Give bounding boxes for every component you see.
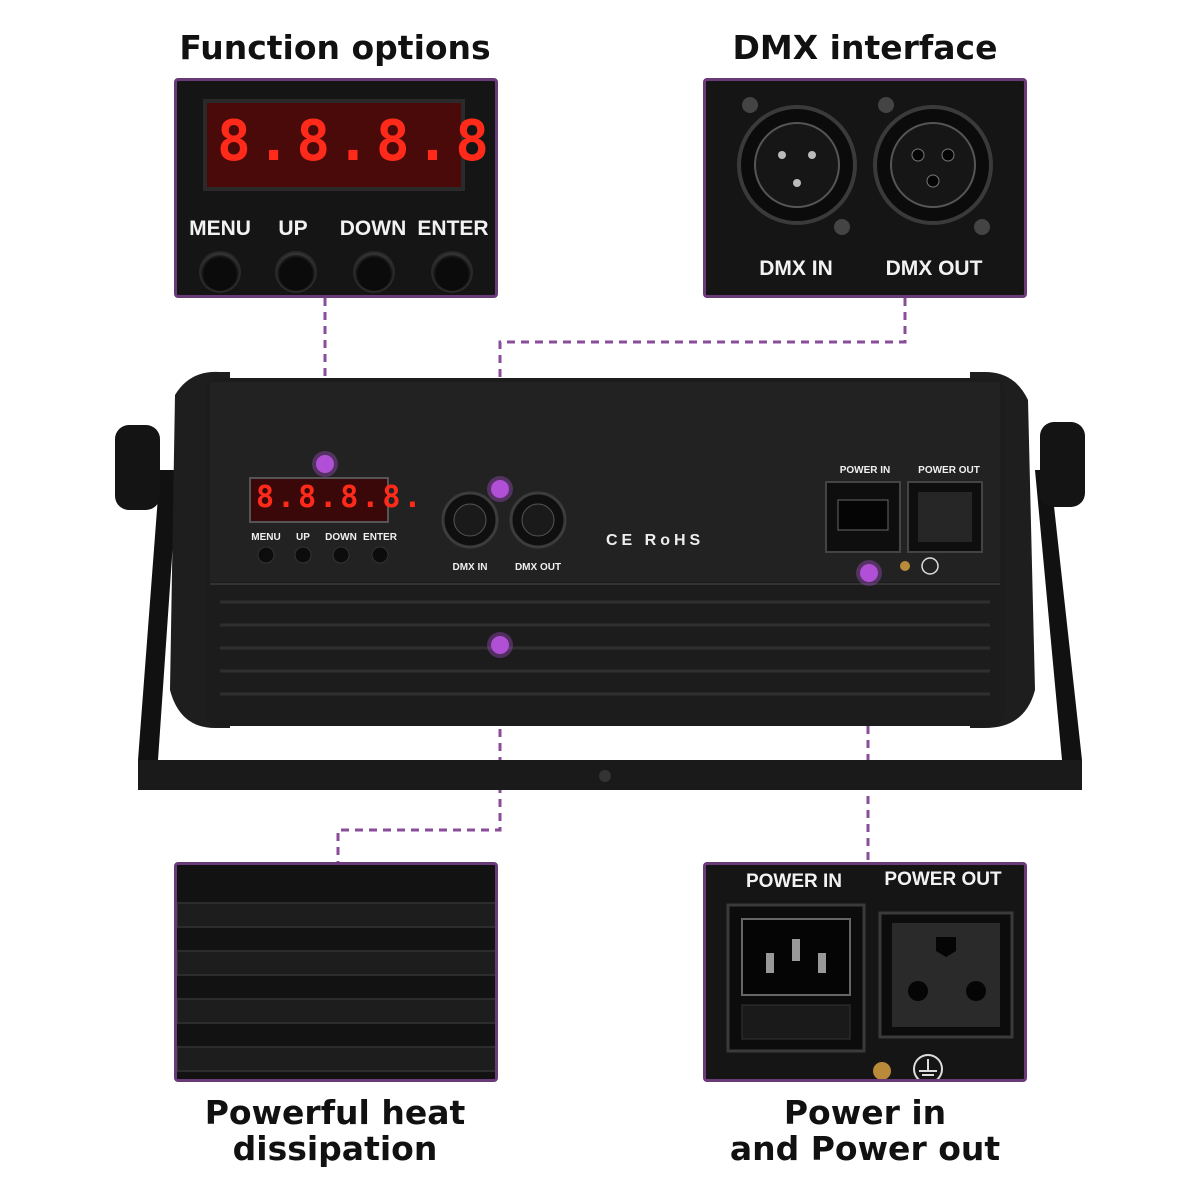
function-options-panel: 8.8.8.8. MENU UP DOWN ENTER [174, 78, 498, 298]
function-button-menu[interactable] [201, 253, 239, 291]
function-display: 8.8.8.8. [217, 109, 496, 174]
function-button-enter[interactable] [433, 253, 471, 291]
function-button-up-label: UP [278, 217, 308, 240]
power-panel: POWER IN POWER OUT [703, 862, 1027, 1082]
dmx-in-label: DMX IN [759, 257, 833, 280]
device-power-in-label: POWER IN [839, 465, 891, 476]
certification-marks: CE RoHS [606, 532, 705, 549]
dmx-interface-caption: DMX interface [732, 28, 998, 67]
function-button-down-label: DOWN [339, 217, 407, 240]
power-caption: Power in and Power out [680, 1095, 1050, 1167]
dmx-interface-panel: DMX IN DMX OUT [703, 78, 1027, 298]
function-options-caption: Function options [179, 28, 491, 67]
device-button-down[interactable]: DOWN [325, 532, 357, 543]
function-display-window [203, 99, 465, 191]
power-out-label: POWER OUT [884, 869, 1002, 890]
function-button-up[interactable] [277, 253, 315, 291]
heat-caption-line1: Powerful heat [204, 1093, 466, 1132]
device-dmx-out-label: DMX OUT [514, 562, 562, 573]
heat-dissipation-panel [174, 862, 498, 1082]
heat-dot [491, 636, 509, 654]
function-button-down[interactable] [355, 253, 393, 291]
function-button-menu-label: MENU [189, 217, 251, 240]
dmx-connectors [737, 97, 993, 235]
device-display: 8.8.8.8. [256, 480, 425, 515]
connector-heat [336, 645, 502, 862]
device-button-up[interactable]: UP [296, 532, 310, 543]
dmx-dot [491, 480, 509, 498]
device-dmx-in-label: DMX IN [452, 562, 488, 573]
heat-fins [177, 865, 495, 1079]
power-dot [860, 564, 878, 582]
power-connectors [726, 903, 1014, 1079]
function-dot [316, 455, 334, 473]
device-button-menu[interactable]: MENU [251, 532, 281, 543]
power-in-label: POWER IN [745, 871, 843, 892]
power-caption-line1: Power in [783, 1093, 947, 1132]
heat-caption-line2: dissipation [232, 1129, 438, 1168]
device-power-out-label: POWER OUT [918, 465, 980, 476]
dmx-out-label: DMX OUT [885, 257, 983, 280]
function-button-enter-label: ENTER [417, 217, 489, 240]
power-caption-line2: and Power out [729, 1129, 1001, 1168]
heat-dissipation-caption: Powerful heat dissipation [150, 1095, 520, 1167]
device-button-enter[interactable]: ENTER [363, 532, 397, 543]
